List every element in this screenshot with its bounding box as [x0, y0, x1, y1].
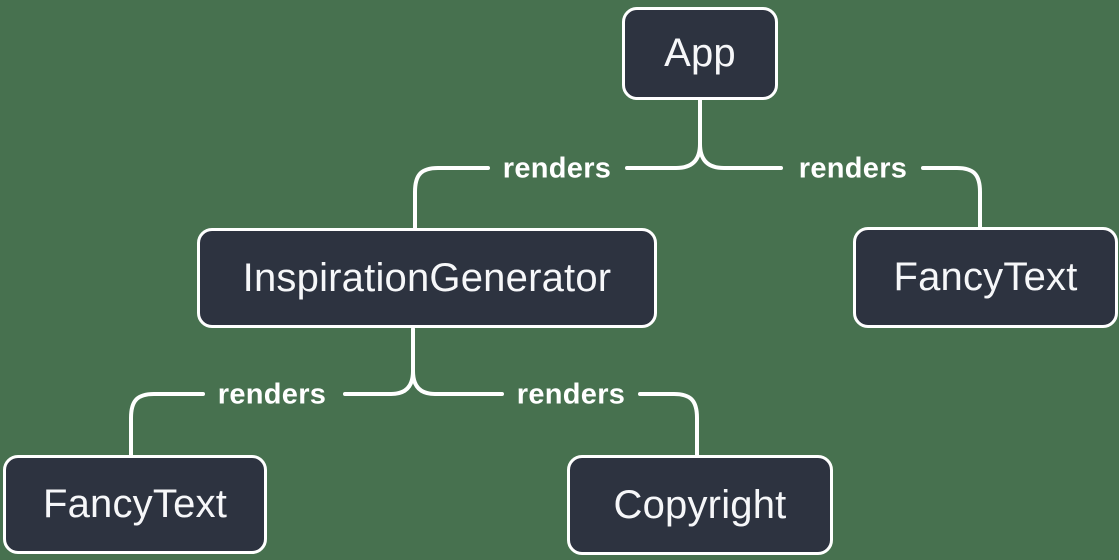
- edge-app-split-right: [698, 142, 783, 170]
- node-fancy-text-bottom-label: FancyText: [42, 482, 228, 526]
- edge-app-to-inspiration: [413, 166, 490, 230]
- edge-label-inspiration-copyright: renders: [516, 378, 626, 411]
- edge-label-inspiration-fancy-text: renders: [217, 378, 327, 411]
- edge-label-app-fancy-text: renders: [798, 152, 908, 185]
- node-copyright: Copyright: [567, 455, 833, 555]
- node-app-label: App: [664, 31, 736, 75]
- node-app: App: [622, 7, 778, 100]
- edge-app-to-fancy-text: [921, 166, 982, 229]
- node-inspiration-generator-label: InspirationGenerator: [242, 255, 612, 300]
- edge-inspiration-stem-left: [343, 327, 415, 396]
- node-fancy-text-bottom: FancyText: [3, 455, 267, 554]
- node-fancy-text-top: FancyText: [853, 227, 1118, 328]
- node-copyright-label: Copyright: [613, 482, 787, 527]
- edge-label-app-inspiration: renders: [502, 152, 612, 185]
- edge-app-stem-left: [625, 98, 702, 170]
- edge-inspiration-split-right: [411, 369, 504, 396]
- edge-inspiration-to-copyright: [638, 392, 699, 457]
- node-fancy-text-top-label: FancyText: [893, 255, 1078, 299]
- edge-inspiration-to-fancy-text: [129, 392, 205, 457]
- node-inspiration-generator: InspirationGenerator: [197, 228, 657, 328]
